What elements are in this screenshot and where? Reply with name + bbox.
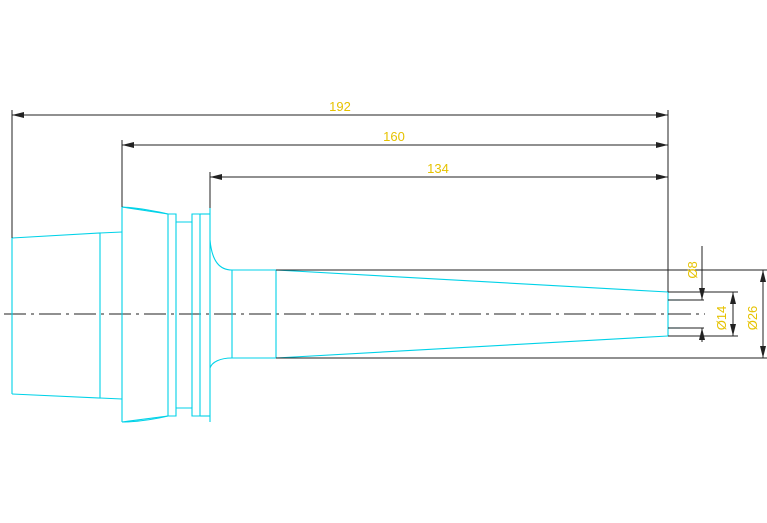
diameter-14: Ø14: [714, 292, 736, 336]
dimension-134: 134: [210, 161, 668, 180]
diameter-26-label: Ø26: [745, 306, 760, 331]
dimension-192: 192: [12, 99, 668, 118]
extension-lines: [11, 110, 767, 359]
diameter-14-label: Ø14: [714, 306, 729, 331]
diameter-8-label: Ø8: [685, 261, 700, 278]
dimension-192-label: 192: [329, 99, 351, 114]
dimension-160-label: 160: [383, 129, 405, 144]
diameter-8: Ø8: [685, 246, 705, 342]
diameter-26: Ø26: [745, 270, 766, 358]
dimension-160: 160: [122, 129, 668, 148]
dimension-134-label: 134: [427, 161, 449, 176]
